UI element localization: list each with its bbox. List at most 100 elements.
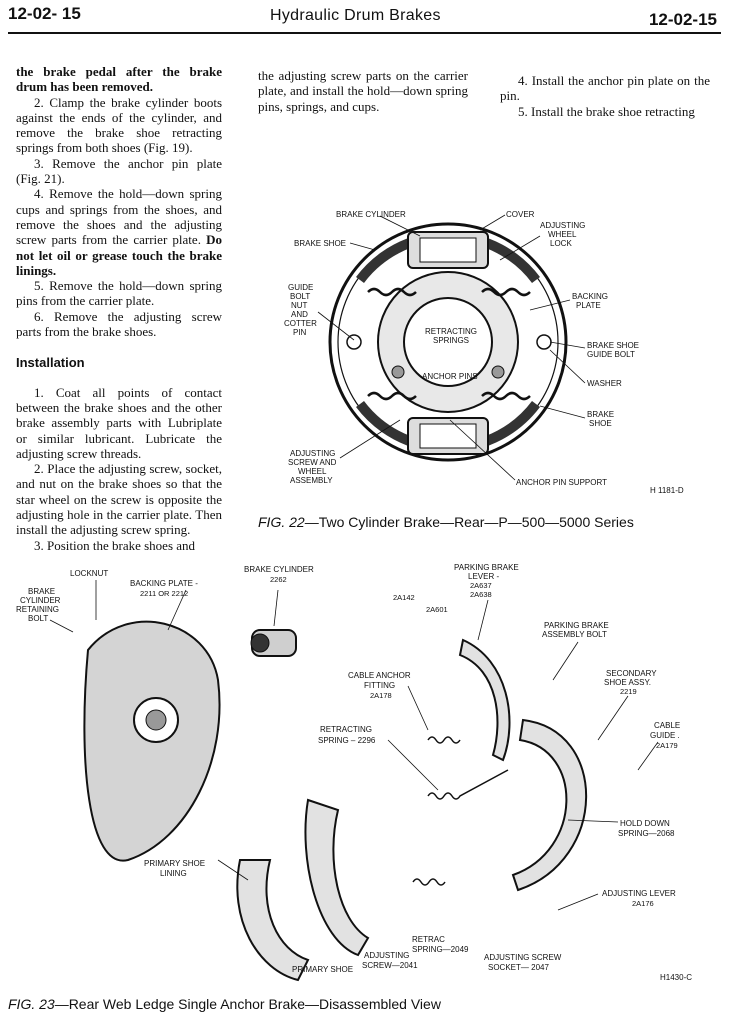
label-shoe-guide-bolt-2: GUIDE BOLT xyxy=(587,350,635,359)
label-sec-3: 2219 xyxy=(620,687,637,696)
step-3: 3. Remove the anchor pin plate (Fig. 21)… xyxy=(16,155,222,187)
label-bcrb-4: BOLT xyxy=(28,614,48,623)
text-column-1: the brake pedal after the brake drum has… xyxy=(16,64,222,553)
label-guide-1: GUIDE xyxy=(288,283,313,292)
label-hd-2: SPRING—2068 xyxy=(618,829,675,838)
label-backing-plate-2: PLATE xyxy=(576,301,601,310)
brake-cylinder-drawing xyxy=(250,629,297,657)
label-brake-shoe-left: BRAKE SHOE xyxy=(294,239,346,248)
label-adj-screw-1: ADJUSTING xyxy=(290,449,335,458)
label-ass-2: SOCKET— 2047 xyxy=(488,963,549,972)
label-guide-2: BOLT xyxy=(290,292,310,301)
step-4-anchor: 4. Install the anchor pin plate on the p… xyxy=(500,73,710,104)
label-adj-wheel-lock-1: ADJUSTING xyxy=(540,221,585,230)
label-adj-wheel-lock-2: WHEEL xyxy=(548,230,577,239)
label-as-2: SCREW—2041 xyxy=(362,961,418,970)
figure-23-leader-lines xyxy=(49,580,659,911)
label-pbl-1: PARKING BRAKE xyxy=(454,563,519,572)
label-as-1: ADJUSTING xyxy=(364,951,409,960)
warning-text: Do not let oil or grease touch the brake… xyxy=(16,232,222,278)
label-locknut: LOCKNUT xyxy=(70,569,108,578)
label-backing-plate-1: BACKING PLATE - xyxy=(130,579,198,588)
page-number-right: 12-02-15 xyxy=(648,10,717,29)
label-rs-1: RETRAC xyxy=(412,935,445,944)
label-washer: WASHER xyxy=(587,379,622,388)
figure-23-reference: H1430-C xyxy=(660,973,692,982)
label-pbab-1: PARKING BRAKE xyxy=(544,621,609,630)
label-brake-cylinder-2: 2262 xyxy=(270,575,287,584)
label-cg-3: 2A179 xyxy=(656,741,678,750)
label-2a142: 2A142 xyxy=(393,593,415,602)
label-al-1: ADJUSTING LEVER xyxy=(602,889,676,898)
step-2: 2. Clamp the brake cylinder boots agains… xyxy=(16,94,223,156)
label-retracting-springs-2: SPRINGS xyxy=(433,336,469,345)
label-retracting-springs-1: RETRACTING xyxy=(425,327,477,336)
label-backing-plate-2: 2211 OR 2212 xyxy=(140,589,188,598)
label-cg-1: CABLE xyxy=(654,721,680,730)
figure-22-caption: FIG. 22—Two Cylinder Brake—Rear—P—500—50… xyxy=(258,514,634,530)
label-brake-shoe-right-1: BRAKE xyxy=(587,410,614,419)
label-2a601: 2A601 xyxy=(426,605,448,614)
label-adj-wheel-lock-3: LOCK xyxy=(550,239,572,248)
figure-23-caption: FIG. 23—Rear Web Ledge Single Anchor Bra… xyxy=(8,996,441,1012)
label-caf-2: FITTING xyxy=(364,681,395,690)
text-column-3: 4. Install the anchor pin plate on the p… xyxy=(500,73,710,119)
label-hd-1: HOLD DOWN xyxy=(620,819,670,828)
label-pbl-3: 2A637 xyxy=(470,581,492,590)
paragraph-continued-2: the adjusting screw parts on the carrier… xyxy=(258,68,468,114)
step-4: 4. Remove the hold—down spring cups and … xyxy=(16,186,222,278)
label-adj-screw-4: ASSEMBLY xyxy=(290,476,333,485)
label-anchor-pins: ANCHOR PINS xyxy=(422,372,478,381)
paragraph-continued: the brake pedal after the brake drum has… xyxy=(16,64,222,95)
label-backing-plate-1: BACKING xyxy=(572,292,608,301)
label-cg-2: GUIDE . xyxy=(650,731,680,740)
figure-22-reference: H 1181-D xyxy=(650,486,684,495)
label-ret-2: SPRING – 2296 xyxy=(318,736,376,745)
label-rs-2: SPRING—2049 xyxy=(412,945,469,954)
label-al-2: 2A176 xyxy=(632,899,654,908)
label-adj-screw-2: SCREW AND xyxy=(288,458,337,467)
label-bcrb-3: RETAINING xyxy=(16,605,59,614)
install-step-1: 1. Coat all points of contact between th… xyxy=(16,384,222,461)
label-sec-1: SECONDARY xyxy=(606,669,657,678)
page-title: Hydraulic Drum Brakes xyxy=(270,7,441,24)
label-shoe-guide-bolt-1: BRAKE SHOE xyxy=(587,341,639,350)
label-caf-1: CABLE ANCHOR xyxy=(348,671,411,680)
label-sec-2: SHOE ASSY. xyxy=(604,678,651,687)
label-brake-cylinder: BRAKE CYLINDER xyxy=(336,210,406,219)
figure-23-disassembled-brake: LOCKNUT BRAKE CYLINDER RETAINING BOLT BA… xyxy=(16,563,692,982)
label-psl-2: LINING xyxy=(160,869,187,878)
label-guide-3: NUT xyxy=(291,301,308,310)
springs-drawing xyxy=(412,736,509,886)
label-brake-shoe-right-2: SHOE xyxy=(589,419,612,428)
header-rule xyxy=(8,32,721,34)
label-psl-1: PRIMARY SHOE xyxy=(144,859,205,868)
label-pbl-4: 2A638 xyxy=(470,590,492,599)
brake-shoes-drawing xyxy=(236,638,588,982)
label-cover: COVER xyxy=(506,210,535,219)
brake-assembly-drawing xyxy=(328,222,568,462)
label-pbab-2: ASSEMBLY BOLT xyxy=(542,630,607,639)
label-ass-1: ADJUSTING SCREW xyxy=(484,953,562,962)
text-column-2: the adjusting screw parts on the carrier… xyxy=(258,68,468,114)
label-primary-shoe: PRIMARY SHOE xyxy=(292,965,353,974)
label-pbl-2: LEVER - xyxy=(468,572,499,581)
label-anchor-pin-support: ANCHOR PIN SUPPORT xyxy=(516,478,607,487)
label-adj-screw-3: WHEEL xyxy=(298,467,327,476)
step-5-retracting: 5. Install the brake shoe retracting xyxy=(518,103,695,119)
installation-heading: Installation xyxy=(16,355,85,371)
label-guide-5: COTTER xyxy=(284,319,317,328)
label-bcrb-2: CYLINDER xyxy=(20,596,61,605)
backing-plate-drawing xyxy=(83,620,221,862)
step-5: 5. Remove the hold—down spring pins from… xyxy=(16,278,222,309)
label-guide-6: PIN xyxy=(293,328,307,337)
label-bcrb-1: BRAKE xyxy=(28,587,55,596)
figure-22-two-cylinder-brake: BRAKE CYLINDER COVER ADJUSTING WHEEL LOC… xyxy=(284,210,684,495)
install-step-3: 3. Position the brake shoes and xyxy=(34,537,196,553)
label-brake-cylinder-1: BRAKE CYLINDER xyxy=(244,565,314,574)
figure-22-leader-lines xyxy=(317,214,586,481)
step-6: 6. Remove the adjusting screw parts from… xyxy=(16,308,222,340)
label-ret-1: RETRACTING xyxy=(320,725,372,734)
label-guide-4: AND xyxy=(291,310,308,319)
page-number-left: 12-02- 15 xyxy=(8,4,81,23)
